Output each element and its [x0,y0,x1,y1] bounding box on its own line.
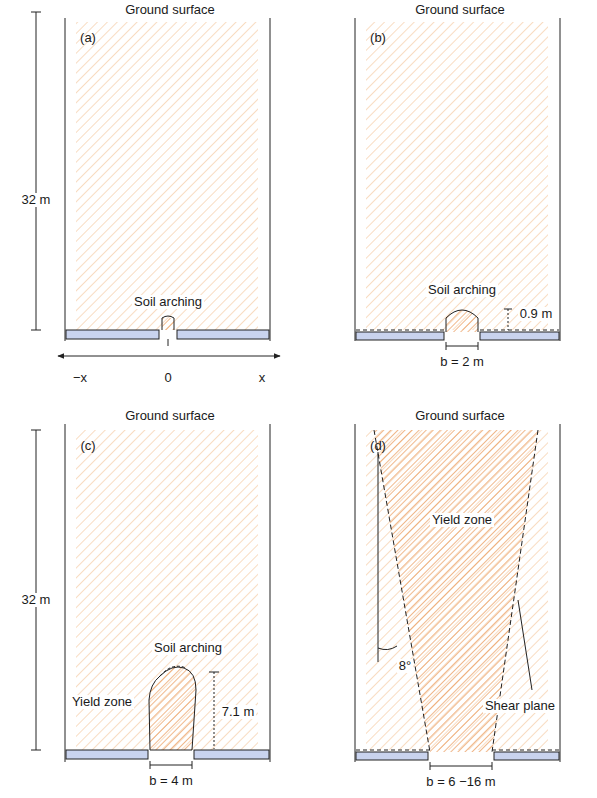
panel-letter: (d) [368,439,388,453]
shear-label: Shear plane [483,699,557,713]
dimension: b = 4 m [147,774,195,788]
dimension: 0.9 m [518,307,555,321]
panel-letter: (a) [78,31,98,45]
angle-label: 8° [397,659,413,673]
arching-label: Soil arching [152,641,224,655]
axis-label: 0 [162,371,173,385]
dimension: 7.1 m [220,705,257,719]
dimension: 32 m [20,593,53,607]
ground-label: Ground surface [413,409,507,423]
zone-label: Yield zone [430,513,494,527]
dimension: 32 m [20,193,53,207]
arching-label: Soil arching [426,283,498,297]
panel-letter: (b) [368,31,388,45]
arching-label: Soil arching [132,295,204,309]
dimension: b = 6 −16 m [424,775,497,789]
ground-label: Ground surface [123,3,217,17]
zone-label: Yield zone [70,695,134,709]
ground-label: Ground surface [123,409,217,423]
dimension: b = 2 m [438,355,486,369]
ground-label: Ground surface [413,3,507,17]
axis-label: −x [71,371,89,385]
panel-letter: (c) [78,439,97,453]
axis-label: x [257,371,268,385]
